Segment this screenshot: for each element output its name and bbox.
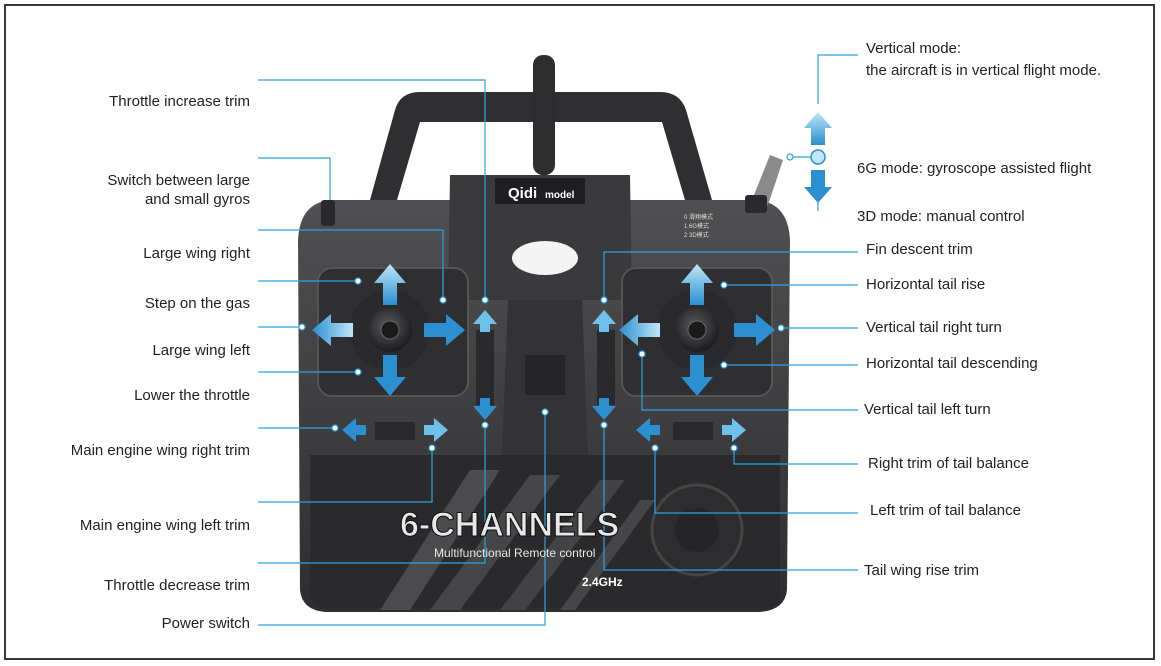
round-button[interactable] [652,485,742,575]
label-vertical-mode-2: the aircraft is in vertical flight mode. [866,62,1101,80]
mode-switch[interactable] [745,155,783,213]
label-power-switch: Power switch [162,615,250,633]
label-tail-wing-rise-trim: Tail wing rise trim [864,562,979,580]
label-vertical-tail-left-turn: Vertical tail left turn [864,401,991,419]
label-right-trim-tail-balance: Right trim of tail balance [868,455,1029,473]
right-stick-knob[interactable] [675,308,719,352]
label-main-engine-wing-right-trim: Main engine wing right trim [71,442,250,460]
label-left-trim-tail-balance: Left trim of tail balance [870,502,1021,520]
label-main-engine-wing-left-trim: Main engine wing left trim [80,517,250,535]
label-switch-gyros-2: and small gyros [145,191,250,209]
label-6g-mode: 6G mode: gyroscope assisted flight [857,160,1091,178]
brand-logo: Qidi [508,185,537,202]
label-large-wing-right: Large wing right [143,245,250,263]
label-vertical-mode-1: Vertical mode: [866,40,961,58]
antenna [533,55,555,175]
label-fin-descent-trim: Fin descent trim [866,241,973,259]
mode-text-1: 1 6G模式 [684,222,709,230]
label-step-on-gas: Step on the gas [145,295,250,313]
left-stick-knob[interactable] [368,308,412,352]
label-throttle-decrease-trim: Throttle decrease trim [104,577,250,595]
channels-title: 6-CHANNELS [400,506,619,544]
label-3d-mode: 3D mode: manual control [857,208,1025,226]
right-vertical-trim[interactable] [597,330,615,405]
mode-text-0: 0 滑翔模式 [684,213,713,221]
label-vertical-tail-right-turn: Vertical tail right turn [866,319,1002,337]
subtitle: Multifunctional Remote control [434,546,595,560]
label-throttle-increase-trim: Throttle increase trim [109,93,250,111]
brand-logo-suffix: model [545,190,575,201]
gyro-switch[interactable] [321,200,335,226]
right-horizontal-trim[interactable] [673,422,713,440]
label-switch-gyros-1: Switch between large [107,172,250,190]
label-horizontal-tail-descending: Horizontal tail descending [866,355,1038,373]
left-vertical-trim[interactable] [476,330,494,405]
frequency: 2.4GHz [582,575,623,589]
mode-text-2: 2 3D模式 [684,231,709,239]
label-lower-throttle: Lower the throttle [134,387,250,405]
label-large-wing-left: Large wing left [152,342,250,360]
label-horizontal-tail-rise: Horizontal tail rise [866,276,985,294]
left-horizontal-trim[interactable] [375,422,415,440]
